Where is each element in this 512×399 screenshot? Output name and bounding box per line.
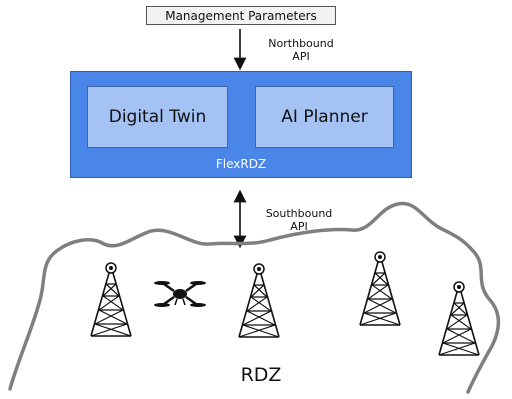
northbound-label-line2: API bbox=[292, 50, 310, 63]
cell-tower-icon bbox=[90, 262, 132, 337]
northbound-label-line1: Northbound bbox=[268, 37, 334, 50]
management-parameters-box: Management Parameters bbox=[146, 6, 336, 25]
digital-twin-module: Digital Twin bbox=[87, 86, 228, 148]
southbound-label-line2: API bbox=[290, 220, 308, 233]
ai-planner-module: AI Planner bbox=[255, 86, 394, 148]
southbound-label-line1: Southbound bbox=[265, 207, 333, 220]
drone-icon bbox=[154, 281, 206, 307]
northbound-api-label: Northbound API bbox=[256, 37, 346, 63]
rdz-label: RDZ bbox=[240, 364, 282, 386]
southbound-api-label: Southbound API bbox=[254, 207, 344, 233]
cell-tower-icon bbox=[359, 251, 401, 326]
cell-tower-icon bbox=[438, 281, 480, 356]
flexrdz-label: FlexRDZ bbox=[215, 157, 267, 171]
cell-tower-icon bbox=[238, 263, 280, 338]
rdz-region-outline bbox=[8, 201, 501, 394]
